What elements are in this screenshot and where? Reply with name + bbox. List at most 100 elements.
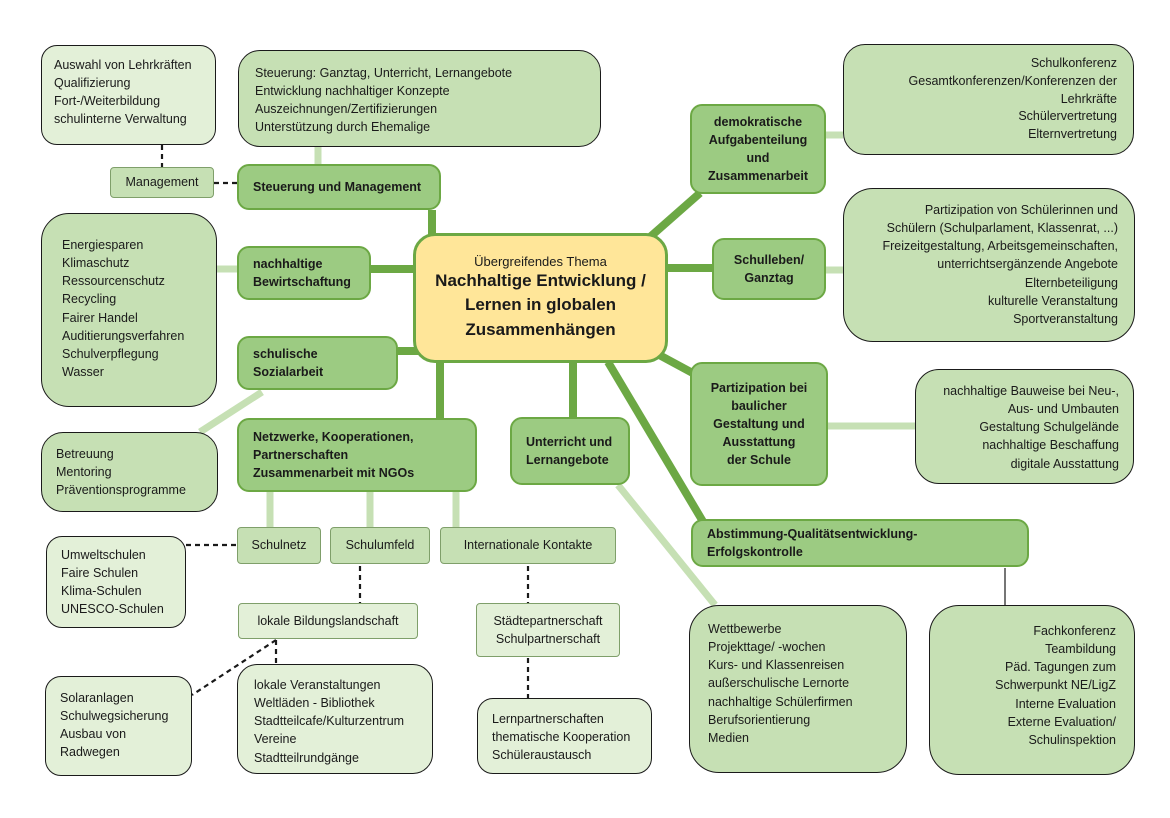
- leaf-item: Vereine: [254, 732, 297, 747]
- leaf-fachkonferenz: Fachkonferenz Teambildung Päd. Tagungen …: [929, 605, 1135, 775]
- node-label: Gestaltung und: [713, 416, 805, 431]
- leaf-item: Betreuung: [56, 447, 114, 461]
- leaf-item: Berufsorientierung: [708, 712, 811, 727]
- leaf-item: Solaranlagen: [60, 691, 134, 705]
- leaf-item: Weltläden - Bibliothek: [254, 696, 375, 711]
- center-title-line: Nachhaltige Entwicklung /: [435, 270, 646, 290]
- leaf-wettbewerbe: Wettbewerbe Projekttage/ -wochen Kurs- u…: [689, 605, 907, 773]
- connector-wettbewerbe: [615, 482, 718, 608]
- leaf-umweltschulen: Umweltschulen Faire Schulen Klima-Schule…: [46, 536, 186, 628]
- management-box: Management: [110, 167, 214, 198]
- leaf-item: Lernpartnerschaften: [492, 712, 604, 726]
- leaf-item: Stadtteilcafe/Kulturzentrum: [254, 714, 405, 729]
- leaf-item: nachhaltige Beschaffung: [982, 438, 1119, 453]
- node-label: Lernangebote: [526, 453, 609, 467]
- leaf-item: Schwerpunkt NE/LigZ: [995, 678, 1116, 693]
- leaf-item: Lehrkräfte: [1060, 91, 1117, 106]
- node-label: Unterricht und: [526, 434, 613, 449]
- node-demokratisch: demokratische Aufgabenteilung und Zusamm…: [690, 104, 826, 194]
- leaf-item: Schulwegsicherung: [60, 709, 169, 724]
- node-label: Schulumfeld: [345, 538, 415, 553]
- leaf-item: Entwicklung nachhaltiger Konzepte: [255, 84, 450, 99]
- leaf-item: Gesamtkonferenzen/Konferenzen der: [908, 73, 1117, 88]
- leaf-item: Elternbeteiligung: [1024, 275, 1118, 290]
- leaf-item: Stadtteilrundgänge: [254, 750, 359, 765]
- leaf-item: Fairer Handel: [62, 310, 138, 325]
- leaf-item: Recycling: [62, 292, 117, 307]
- node-label: Schulnetz: [251, 538, 307, 553]
- node-label: Management: [125, 175, 199, 190]
- leaf-item: Schülervertretung: [1018, 109, 1117, 124]
- node-label: Schulleben/: [733, 252, 805, 267]
- leaf-item: nachhaltige Bauweise bei Neu-,: [943, 384, 1119, 398]
- leaf-item: Wasser: [62, 364, 104, 379]
- node-label: Partnerschaften: [253, 447, 349, 462]
- leaf-item: Schulverpflegung: [62, 346, 159, 361]
- leaf-energie: Energiesparen Klimaschutz Ressourcenschu…: [41, 213, 217, 407]
- connector-abstimmung: [604, 359, 709, 528]
- leaf-item: UNESCO-Schulen: [61, 602, 164, 617]
- node-bewirtschaftung: nachhaltige Bewirtschaftung: [237, 246, 371, 300]
- leaf-item: außerschulische Lernorte: [708, 676, 850, 691]
- leaf-item: Radwegen: [60, 745, 120, 760]
- leaf-item: Fort-/Weiterbildung: [54, 94, 161, 109]
- schulnetz-box: Schulnetz: [237, 527, 321, 564]
- node-label: Sozialarbeit: [253, 365, 324, 379]
- center-title-line: Lernen in globalen: [464, 295, 617, 315]
- node-label: baulicher: [731, 398, 787, 413]
- leaf-item: Elternvertretung: [1028, 127, 1117, 141]
- leaf-item: Faire Schulen: [61, 566, 139, 581]
- bildungslandschaft-box: lokale Bildungslandschaft: [238, 603, 418, 639]
- leaf-item: Externe Evaluation/: [1007, 714, 1116, 729]
- leaf-item: Auditierungsverfahren: [62, 328, 185, 343]
- leaf-item: Schulkonferenz: [1030, 56, 1117, 70]
- leaf-item: Interne Evaluation: [1015, 696, 1116, 711]
- leaf-item: Gestaltung Schulgelände: [979, 420, 1119, 435]
- node-netzwerke: Netzwerke, Kooperationen, Partnerschafte…: [237, 418, 477, 492]
- leaf-item: Steuerung: Ganztag, Unterricht, Lernange…: [255, 66, 513, 80]
- leaf-item: Ausbau von: [60, 727, 127, 742]
- schulumfeld-box: Schulumfeld: [330, 527, 430, 564]
- leaf-item: Aus- und Umbauten: [1007, 402, 1119, 417]
- leaf-item: Freizeitgestaltung, Arbeitsgemeinschafte…: [882, 239, 1118, 254]
- leaf-item: Schulinspektion: [1028, 732, 1116, 747]
- leaf-item: Projekttage/ -wochen: [708, 640, 826, 655]
- leaf-bauweise: nachhaltige Bauweise bei Neu-, Aus- und …: [915, 369, 1134, 484]
- connector-demokratisch: [647, 189, 703, 241]
- international-box: Internationale Kontakte: [440, 527, 616, 564]
- leaf-item: lokale Veranstaltungen: [254, 678, 381, 692]
- leaf-lernpartner: Lernpartnerschaften thematische Kooperat…: [477, 698, 652, 774]
- node-label: Zusammenarbeit: [707, 169, 809, 184]
- leaf-veranstaltungen: lokale Veranstaltungen Weltläden - Bibli…: [237, 664, 433, 774]
- leaf-item: Kurs- und Klassenreisen: [708, 658, 845, 673]
- leaf-item: Energiesparen: [62, 238, 144, 252]
- leaf-lehrkraefte: Auswahl von Lehrkräften Qualifizierung F…: [41, 45, 216, 145]
- leaf-item: Schüleraustausch: [492, 748, 592, 763]
- staedtepartnerschaft-box: Städtepartnerschaft Schulpartnerschaft: [476, 603, 620, 657]
- leaf-item: Qualifizierung: [54, 76, 131, 91]
- center-topic: Übergreifendes Thema Nachhaltige Entwick…: [413, 233, 668, 363]
- node-abstimmung: Abstimmung-Qualitätsentwicklung-Erfolgsk…: [691, 519, 1029, 567]
- leaf-betreuung: Betreuung Mentoring Präventionsprogramme: [41, 432, 218, 512]
- node-label: nachhaltige: [253, 256, 323, 271]
- leaf-solar: Solaranlagen Schulwegsicherung Ausbau vo…: [45, 676, 192, 776]
- leaf-item: nachhaltige Schülerfirmen: [708, 694, 853, 709]
- leaf-item: Auswahl von Lehrkräften: [54, 58, 192, 72]
- leaf-item: Klimaschutz: [62, 256, 130, 271]
- node-schulleben: Schulleben/ Ganztag: [712, 238, 826, 300]
- node-label: Städtepartnerschaft: [493, 613, 603, 628]
- leaf-item: thematische Kooperation: [492, 730, 631, 745]
- node-label: lokale Bildungslandschaft: [257, 613, 399, 628]
- leaf-item: Sportveranstaltung: [1013, 311, 1118, 326]
- node-steuerung: Steuerung und Management: [237, 164, 441, 210]
- node-label: der Schule: [727, 453, 791, 468]
- node-label: Steuerung und Management: [253, 179, 422, 194]
- node-label: Internationale Kontakte: [463, 538, 593, 553]
- leaf-partizipation: Partizipation von Schülerinnen und Schül…: [843, 188, 1135, 342]
- connector-solar: [191, 639, 277, 696]
- node-label: Schulpartnerschaft: [495, 632, 601, 646]
- leaf-steuerung-detail: Steuerung: Ganztag, Unterricht, Lernange…: [238, 50, 601, 147]
- node-label: Netzwerke, Kooperationen,: [253, 429, 414, 444]
- leaf-item: Klima-Schulen: [61, 584, 142, 599]
